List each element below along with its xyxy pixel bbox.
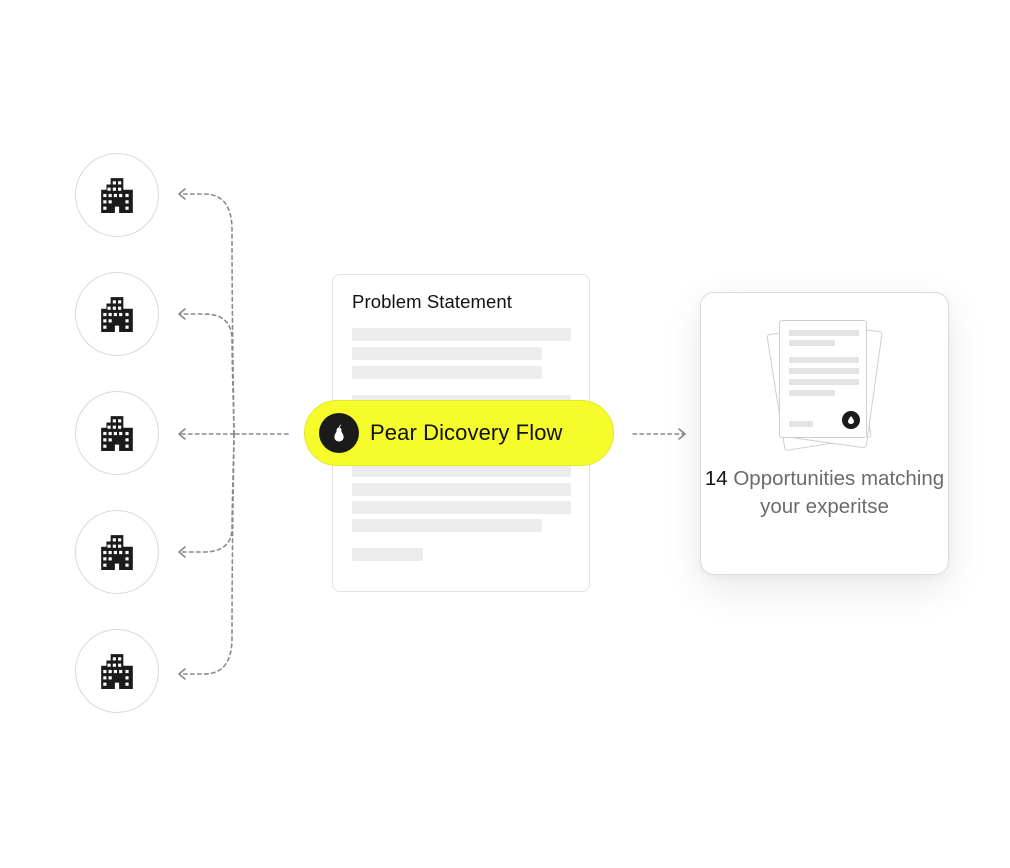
placeholder-line <box>352 347 542 360</box>
paper-front <box>779 320 867 438</box>
arrowhead-1 <box>178 188 186 200</box>
company-node <box>75 391 159 475</box>
building-icon <box>101 178 133 213</box>
building-icon <box>101 416 133 451</box>
pear-icon <box>319 413 359 453</box>
branch-4 <box>179 433 235 553</box>
discovery-flow-label: Pear Dicovery Flow <box>370 420 563 445</box>
drop-icon <box>842 411 860 429</box>
arrowhead-4 <box>178 546 186 558</box>
arrowhead-2 <box>178 308 186 320</box>
company-node <box>75 272 159 356</box>
placeholder-line <box>352 548 423 561</box>
company-node <box>75 510 159 594</box>
arrowhead-3 <box>178 428 186 440</box>
building-icon <box>101 297 133 332</box>
discovery-flow-pill: Pear Dicovery Flow <box>304 400 614 466</box>
building-icon <box>101 535 133 570</box>
building-icon <box>101 654 133 689</box>
placeholder-line <box>352 464 571 477</box>
placeholder-line <box>352 501 571 514</box>
branch-5 <box>179 433 235 675</box>
company-node <box>75 153 159 237</box>
company-node <box>75 629 159 713</box>
branch-2 <box>179 313 235 435</box>
arrowhead-output <box>678 428 686 440</box>
opportunities-text: 14 Opportunities matching your experitse <box>701 465 948 521</box>
opportunities-description: Opportunities matching your experitse <box>733 467 945 518</box>
opportunities-card: 14 Opportunities matching your experitse <box>700 292 949 575</box>
placeholder-line <box>352 328 571 341</box>
placeholder-line <box>352 483 571 496</box>
problem-statement-title: Problem Statement <box>352 291 513 312</box>
placeholder-line <box>352 366 542 379</box>
document-stack-icon <box>763 315 887 455</box>
placeholder-line <box>352 519 542 532</box>
opportunities-count: 14 <box>704 467 728 490</box>
arrowhead-5 <box>178 668 186 680</box>
